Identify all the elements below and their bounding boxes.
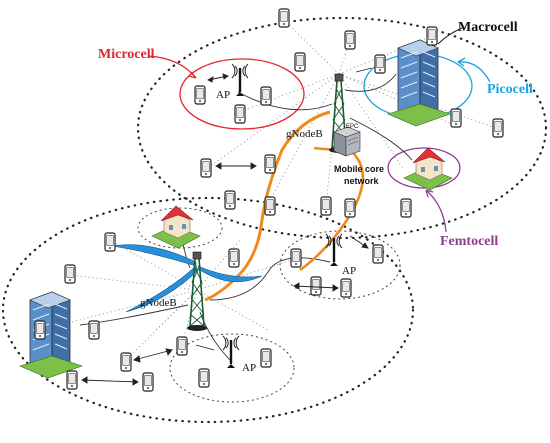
phone-icon	[264, 196, 276, 216]
ap-antenna-bottom-icon	[221, 334, 241, 370]
residential-house-icon	[151, 205, 201, 249]
picocell-building-icon	[387, 39, 451, 127]
microcell-label: Microcell	[98, 47, 155, 62]
phone-icon	[234, 104, 246, 124]
macrocell-boundary-top	[136, 16, 548, 240]
phone-icon	[198, 368, 210, 388]
ap-cell-boundary-bottom	[169, 333, 295, 403]
femtocell-label: Femtocell	[440, 234, 498, 249]
ap-right-label: AP	[342, 265, 356, 277]
phone-icon	[426, 26, 438, 46]
house-cell-boundary	[137, 207, 223, 249]
macrocell-pointer	[437, 27, 463, 45]
mobile-core-server-icon	[333, 126, 361, 157]
phone-icon	[310, 276, 322, 296]
phone-icon	[104, 232, 116, 252]
ap-bottom-label: AP	[242, 362, 256, 374]
phone-icon	[340, 278, 352, 298]
phone-icon	[176, 336, 188, 356]
coverage-lines-top	[204, 19, 497, 207]
macrocell-label: Macrocell	[458, 20, 518, 35]
phone-icon	[344, 198, 356, 218]
phone-icon	[88, 320, 100, 340]
wired-links	[79, 73, 413, 363]
phone-icon	[64, 264, 76, 284]
macrocell-boundary-bottom	[1, 196, 415, 424]
epc-label: EPC	[346, 124, 359, 130]
ap-antenna-top-icon	[230, 62, 250, 98]
picocell-label: Picocell	[487, 82, 533, 97]
phone-icon	[34, 320, 46, 340]
gnodeb-top-label: gNodeB	[286, 128, 323, 140]
phone-icon	[260, 348, 272, 368]
office-building-icon	[19, 291, 83, 379]
phone-icon	[344, 30, 356, 50]
phone-icon	[224, 190, 236, 210]
phone-icon	[492, 118, 504, 138]
mobile-core-label-line2: network	[344, 176, 380, 186]
phone-icon	[264, 154, 276, 174]
microcell-pointer	[147, 55, 197, 79]
phone-icon	[374, 54, 386, 74]
picocell-pointer	[457, 61, 491, 83]
femtocell-boundary	[387, 147, 461, 189]
phone-icon	[294, 52, 306, 72]
phone-icon	[372, 244, 384, 264]
phone-icon	[194, 85, 206, 105]
phone-icon	[120, 352, 132, 372]
ap-top-label: AP	[216, 89, 230, 101]
gnodeb-bottom-label: gNodeB	[140, 297, 177, 309]
device-links	[81, 67, 373, 386]
phone-icon	[66, 370, 78, 390]
phone-icon	[320, 196, 332, 216]
phone-icon	[142, 372, 154, 392]
phone-icon	[260, 86, 272, 106]
phone-icon	[400, 198, 412, 218]
phone-icon	[290, 248, 302, 268]
phone-icon	[450, 108, 462, 128]
femtocell-pointer	[425, 189, 447, 233]
phone-icon	[200, 158, 212, 178]
fiber-backhaul	[204, 110, 331, 302]
microcell-boundary	[179, 58, 305, 130]
phone-icon	[228, 248, 240, 268]
mobile-core-label-line1: Mobile core	[334, 164, 384, 174]
phone-icon	[278, 8, 290, 28]
